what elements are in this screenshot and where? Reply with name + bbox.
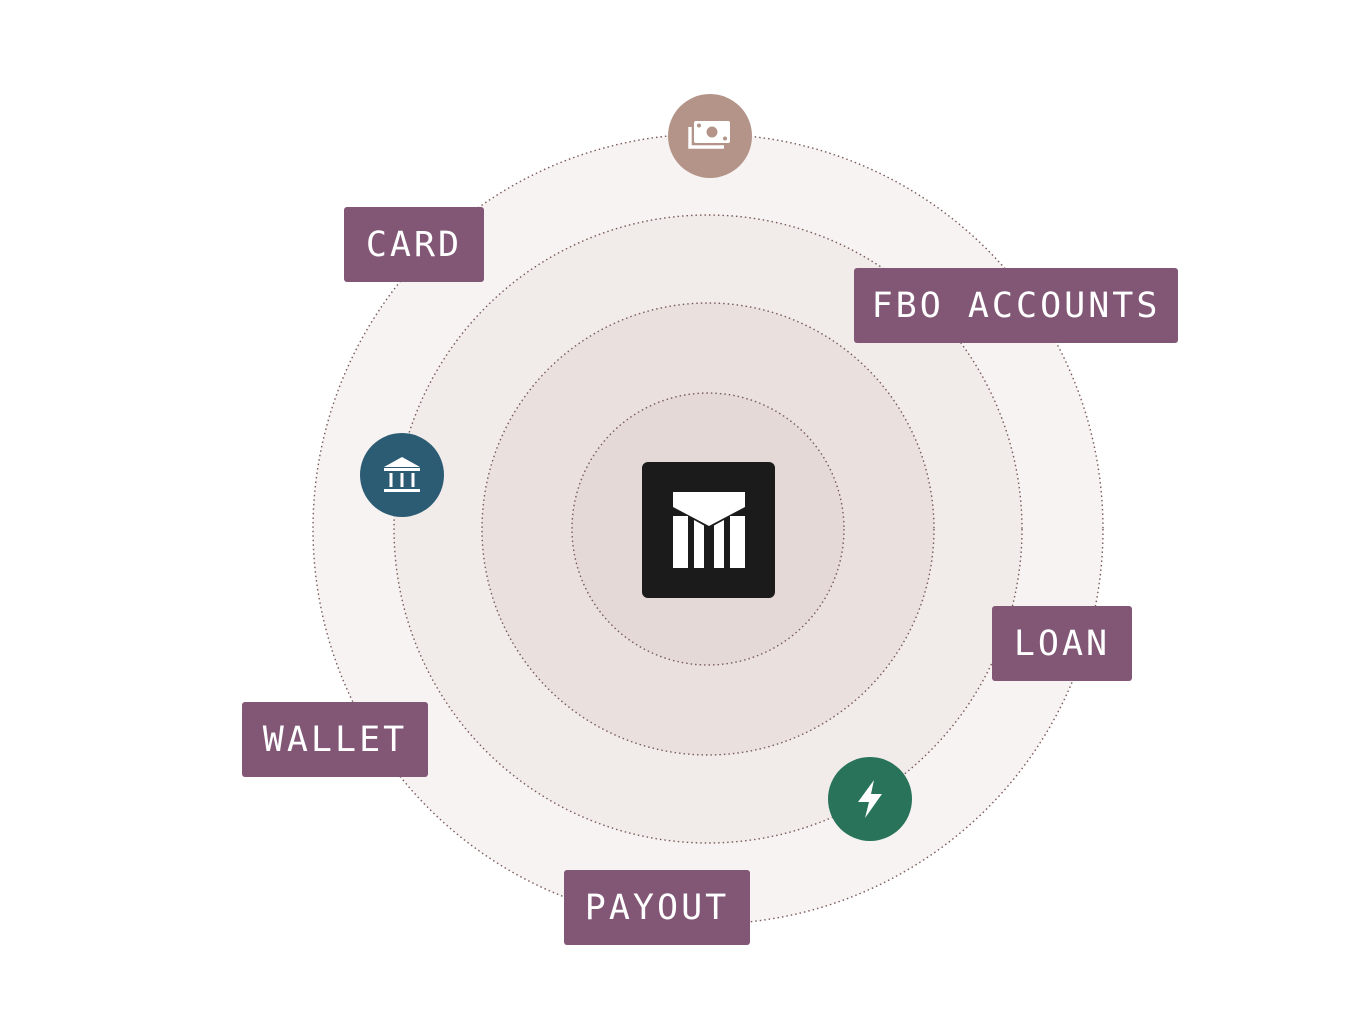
wallet-tag[interactable]: WALLET bbox=[242, 702, 428, 777]
modern-treasury-logo-icon bbox=[642, 462, 775, 598]
ring-2-line bbox=[393, 214, 1023, 844]
logo-mark bbox=[672, 492, 745, 568]
inner-ring-line bbox=[571, 392, 845, 666]
payout-tag[interactable]: PAYOUT bbox=[564, 870, 750, 945]
lightning-badge[interactable] bbox=[828, 757, 912, 841]
bank-badge[interactable] bbox=[360, 433, 444, 517]
fbo-accounts-tag[interactable]: FBO ACCOUNTS bbox=[854, 268, 1178, 343]
loan-tag[interactable]: LOAN bbox=[992, 606, 1132, 681]
cash-icon bbox=[688, 121, 730, 149]
lightning-bolt-icon bbox=[858, 780, 882, 818]
ring-3-line bbox=[481, 302, 935, 756]
bank-icon bbox=[384, 457, 420, 492]
cash-badge[interactable] bbox=[668, 94, 752, 178]
card-tag[interactable]: CARD bbox=[344, 207, 484, 282]
outer-ring-line bbox=[312, 133, 1104, 925]
